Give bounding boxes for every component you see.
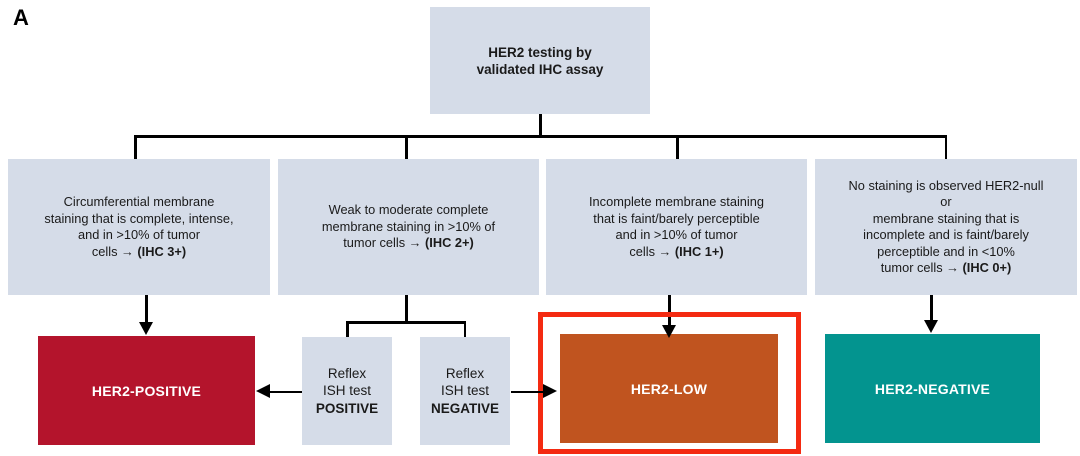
panel-label: A (13, 5, 29, 30)
criterion-text-ihc0: No staining is observed HER2-null or mem… (815, 178, 1077, 277)
connector-drop-ihc1 (676, 135, 679, 159)
criterion-score-ihc3: (IHC 3+) (137, 243, 187, 259)
arrowhead-ihc1-to-low (662, 325, 676, 338)
criterion-score-ihc0: (IHC 0+) (962, 260, 1012, 275)
criterion-box-ihc1: Incomplete membrane staining that is fai… (546, 159, 807, 295)
root-box-label: HER2 testing by validated IHC assay (476, 44, 604, 77)
connector-ish-negative-to-low (511, 390, 546, 393)
connector-main-bus (134, 135, 947, 138)
reflex-line1-ish-negative: Reflex (445, 365, 485, 381)
outcome-box-her2-positive: HER2-POSITIVE (38, 336, 255, 445)
connector-drop-ish-negative (463, 321, 466, 337)
criterion-body-ihc2: Weak to moderate complete membrane stain… (321, 202, 496, 251)
connector-ihc2-stem (405, 295, 408, 323)
connector-drop-ihc2 (405, 135, 408, 159)
criterion-body-ihc0: No staining is observed HER2-null or mem… (848, 177, 1044, 276)
arrowhead-ihc3-to-positive (139, 322, 153, 335)
connector-root-stem (539, 114, 542, 137)
outcome-box-her2-low: HER2-LOW (560, 334, 778, 443)
arrowhead-ish-negative-to-low (543, 384, 557, 398)
arrowhead-ihc0-to-negative (924, 320, 938, 333)
criterion-text-ihc2: Weak to moderate complete membrane stain… (278, 202, 539, 252)
arrowhead-ish-positive-to-positive (256, 384, 270, 398)
connector-drop-ish-positive (346, 321, 349, 337)
reflex-line2-ish-positive: ISH test (322, 383, 371, 399)
criterion-text-ihc3: Circumferential membrane staining that i… (8, 194, 270, 260)
connector-ish-positive-to-positive (268, 390, 302, 393)
reflex-result-ish-negative: NEGATIVE (430, 400, 499, 416)
reflex-line1-ish-positive: Reflex (327, 365, 367, 381)
criterion-body-ihc3: Circumferential membrane staining that i… (44, 194, 234, 259)
root-box-her2-testing: HER2 testing by validated IHC assay (430, 7, 650, 114)
outcome-label-her2-positive: HER2-POSITIVE (91, 382, 202, 399)
criterion-body-ihc1: Incomplete membrane staining that is fai… (589, 194, 764, 259)
criterion-box-ihc3: Circumferential membrane staining that i… (8, 159, 270, 295)
outcome-label-her2-low: HER2-LOW (630, 380, 708, 397)
criterion-box-ihc0: No staining is observed HER2-null or mem… (815, 159, 1077, 295)
connector-drop-ihc3 (134, 135, 137, 159)
outcome-label-her2-negative: HER2-NEGATIVE (874, 380, 991, 397)
outcome-box-her2-negative: HER2-NEGATIVE (825, 334, 1040, 443)
reflex-result-ish-positive: POSITIVE (315, 400, 379, 416)
connector-ihc0-to-negative (930, 295, 933, 322)
criterion-text-ihc1: Incomplete membrane staining that is fai… (546, 194, 807, 260)
highlight-frame-her2-low (538, 312, 801, 454)
criterion-score-ihc2: (IHC 2+) (425, 235, 474, 251)
connector-ish-bus (346, 321, 466, 324)
criterion-box-ihc2: Weak to moderate complete membrane stain… (278, 159, 539, 295)
connector-ihc3-to-positive (145, 295, 148, 324)
connector-drop-ihc0 (944, 135, 947, 159)
criterion-score-ihc1: (IHC 1+) (674, 243, 724, 259)
reflex-line2-ish-negative: ISH test (440, 383, 489, 399)
connector-ihc1-to-low (668, 295, 671, 327)
